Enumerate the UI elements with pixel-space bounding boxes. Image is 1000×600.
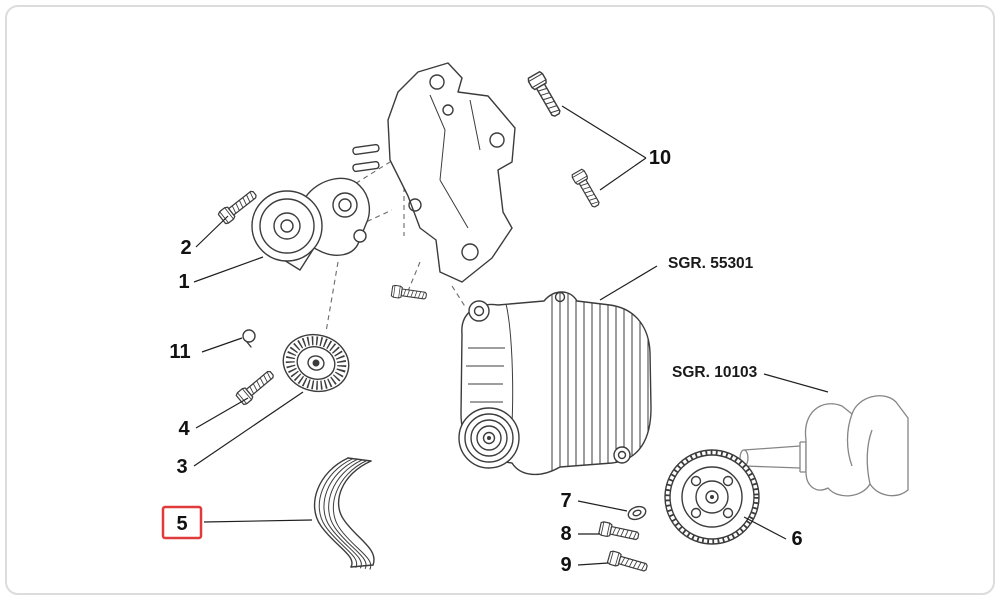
washer-drawing [627, 505, 647, 521]
idler-pulley-drawing [282, 333, 350, 393]
leader-lines [193, 105, 829, 566]
cap-11-drawing [242, 329, 256, 348]
part-label-1[interactable]: 1 [178, 271, 189, 293]
alternator-drawing [458, 291, 652, 476]
part-label-5[interactable]: 5 [176, 513, 187, 535]
tensioner-drawing [251, 177, 371, 271]
crank-pulley-drawing [664, 449, 760, 545]
part-label-4[interactable]: 4 [178, 418, 190, 440]
part-label-8[interactable]: 8 [560, 523, 571, 545]
part-label-7[interactable]: 7 [560, 490, 571, 512]
part-label-9[interactable]: 9 [560, 554, 571, 576]
ref-sgr-10103[interactable]: SGR. 10103 [672, 364, 758, 381]
highlight-box [161, 505, 203, 540]
bolt-9-drawing [606, 549, 650, 575]
crankshaft-drawing [739, 395, 909, 497]
bolts-10-drawing [526, 70, 604, 210]
diagram-border [5, 5, 995, 595]
part-label-6[interactable]: 6 [791, 528, 802, 550]
part-label-10[interactable]: 10 [649, 147, 671, 169]
ref-sgr-55301[interactable]: SGR. 55301 [668, 255, 754, 272]
bolt-8-drawing [597, 520, 641, 544]
part-label-2[interactable]: 2 [180, 237, 191, 259]
part-label-11[interactable]: 11 [169, 341, 190, 363]
bolt-4-drawing [234, 367, 277, 407]
belt-drawing [313, 457, 375, 570]
bracket-drawing [352, 62, 516, 283]
part-label-3[interactable]: 3 [176, 456, 187, 478]
